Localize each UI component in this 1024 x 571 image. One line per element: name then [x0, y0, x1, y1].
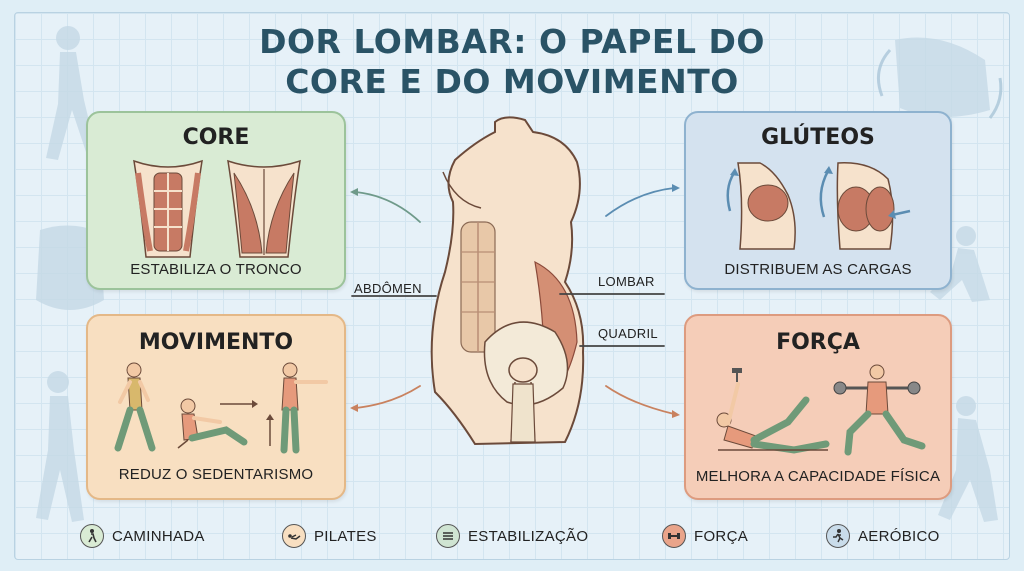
gluteos-heading: GLÚTEOS [761, 125, 875, 150]
movimento-exercises-illustration [114, 362, 328, 454]
core-heading: CORE [182, 125, 250, 150]
label-quadril: QUADRIL [598, 326, 658, 341]
legend-label-estabilizacao: ESTABILIZAÇÃO [468, 527, 589, 545]
movimento-caption: REDUZ O SEDENTARISMO [118, 466, 314, 483]
forca-card: FORÇA MELHORA A CAPACIDADE FÍSICA [684, 314, 952, 500]
legend-item-pilates: PILATES [282, 520, 377, 552]
gluteos-card: GLÚTEOS DISTRIBUEM AS CARGAS [684, 111, 952, 290]
forca-caption: MELHORA A CAPACIDADE FÍSICA [695, 468, 941, 485]
stabilization-icon [436, 524, 460, 548]
legend-label-aerobico: AERÓBICO [858, 527, 940, 545]
legend-item-caminhada: CAMINHADA [80, 520, 205, 552]
legend-label-pilates: PILATES [314, 527, 377, 545]
legend-label-caminhada: CAMINHADA [112, 527, 205, 545]
title-line-1: DOR LOMBAR: O PAPEL DO [259, 22, 765, 61]
core-muscles-illustration [133, 159, 301, 258]
gluteos-caption: DISTRIBUEM AS CARGAS [724, 261, 912, 278]
legend-item-estabilizacao: ESTABILIZAÇÃO [436, 520, 588, 552]
torso-anatomy-illustration [430, 116, 585, 446]
legend-item-aerobico: AERÓBICO [826, 520, 940, 552]
pilates-icon [282, 524, 306, 548]
title-line-2: CORE E DO MOVIMENTO [285, 62, 739, 101]
core-caption: ESTABILIZA O TRONCO [130, 261, 302, 278]
label-abdomen: ABDÔMEN [354, 281, 422, 296]
dumbbell-icon [662, 524, 686, 548]
gluteos-illustration [726, 162, 911, 250]
forca-heading: FORÇA [776, 330, 860, 355]
forca-exercises-illustration [716, 364, 926, 456]
core-card: CORE ESTABILIZA O TRONCO [86, 111, 346, 290]
page-title: DOR LOMBAR: O PAPEL DO CORE E DO MOVIMEN… [212, 22, 812, 102]
movimento-heading: MOVIMENTO [138, 330, 294, 355]
running-icon [826, 524, 850, 548]
legend-label-forca: FORÇA [694, 527, 748, 545]
label-lombar: LOMBAR [598, 274, 655, 289]
legend-item-forca: FORÇA [662, 520, 748, 552]
movimento-card: MOVIMENTO REDUZ O SEDENTARISMO [86, 314, 346, 500]
walking-icon [80, 524, 104, 548]
